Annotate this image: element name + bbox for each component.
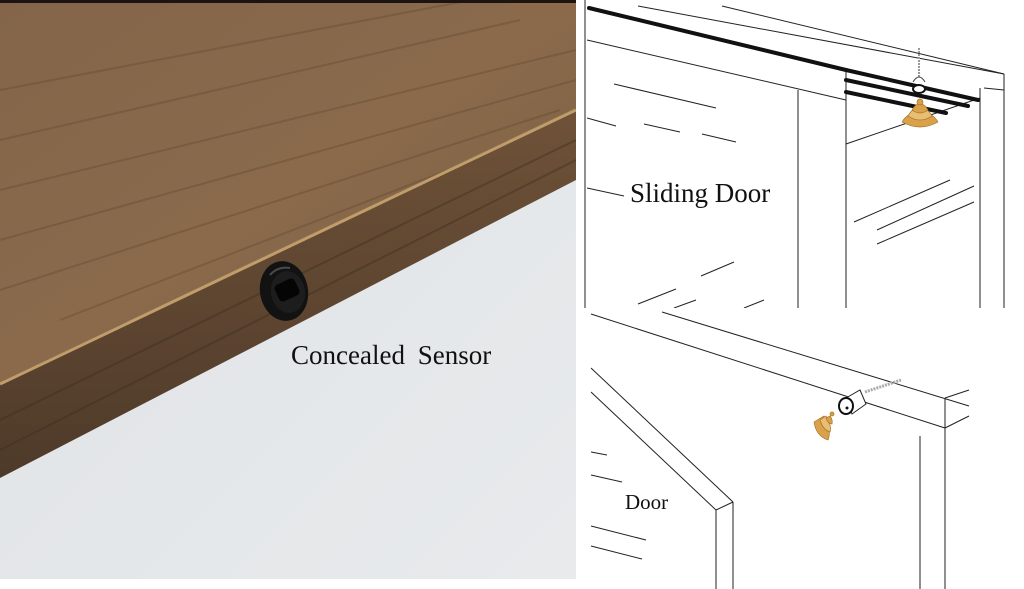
sensor-icon xyxy=(838,378,902,415)
sliding-door-line-drawing xyxy=(584,0,1005,308)
sensor-icon xyxy=(912,48,926,94)
door-line-drawing xyxy=(590,311,970,589)
wood-shelf-illustration xyxy=(0,0,576,579)
signal-waves-icon xyxy=(813,411,835,441)
door-diagram: Door xyxy=(576,310,970,589)
sliding-door-diagram: Sliding Door xyxy=(584,0,1024,308)
sensor-icon xyxy=(259,261,309,321)
signal-waves-icon xyxy=(901,98,939,128)
sliding-door-label: Sliding Door xyxy=(630,178,771,208)
concealed-sensor-label: Concealed Sensor xyxy=(291,340,492,370)
concealed-sensor-photo: Concealed Sensor xyxy=(0,0,576,579)
door-label: Door xyxy=(625,490,669,514)
